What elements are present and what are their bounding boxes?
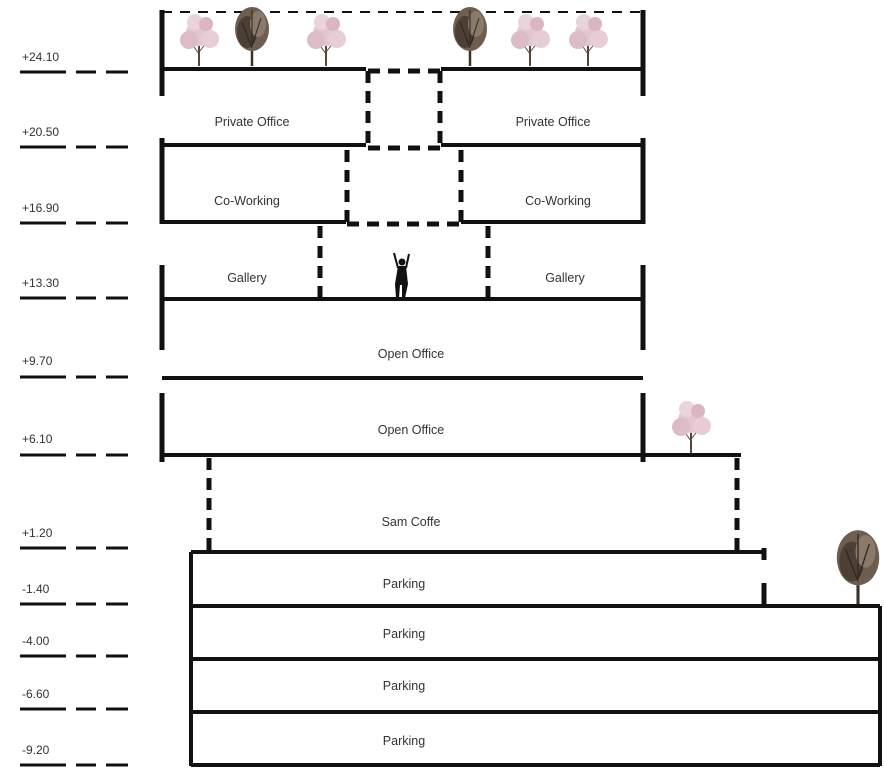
room-label-parking: Parking	[383, 679, 425, 693]
room-label-private-office-left: Private Office	[215, 115, 290, 129]
room-label-private-office-right: Private Office	[516, 115, 591, 129]
level-label: -1.40	[22, 582, 50, 596]
level-label: +6.10	[22, 432, 53, 446]
level-label: +24.10	[22, 50, 59, 64]
upper-structure	[159, 10, 741, 462]
level-label: +13.30	[22, 276, 59, 290]
tree-icon	[510, 13, 551, 67]
room-label-parking: Parking	[383, 627, 425, 641]
room-label-open-office-upper: Open Office	[378, 347, 445, 361]
room-labels: Private Office Private Office Co-Working…	[214, 115, 591, 748]
tree-icon	[835, 528, 881, 606]
lower-structure	[189, 548, 882, 767]
level-label: +20.50	[22, 125, 59, 139]
level-label: -9.20	[22, 743, 50, 757]
level-label: +9.70	[22, 354, 53, 368]
room-label-open-office-lower: Open Office	[378, 423, 445, 437]
tree-icon	[568, 13, 609, 67]
room-label-parking: Parking	[383, 734, 425, 748]
tree-icon	[179, 13, 220, 67]
room-label-cafe: Sam Coffe	[382, 515, 441, 529]
room-label-gallery-right: Gallery	[545, 271, 585, 285]
level-markers	[20, 70, 128, 767]
level-label: -6.60	[22, 687, 50, 701]
level-label: -4.00	[22, 634, 50, 648]
tree-icon	[451, 5, 489, 68]
room-label-gallery-left: Gallery	[227, 271, 267, 285]
room-label-parking: Parking	[383, 577, 425, 591]
level-label: +1.20	[22, 526, 53, 540]
level-labels: +24.10 +20.50 +16.90 +13.30 +9.70 +6.10 …	[22, 50, 59, 757]
room-label-coworking-left: Co-Working	[214, 194, 280, 208]
tree-icon	[233, 5, 271, 68]
room-label-coworking-right: Co-Working	[525, 194, 591, 208]
atrium-dashed-outlines	[206, 68, 740, 550]
level-label: +16.90	[22, 201, 59, 215]
tree-icon	[671, 400, 712, 454]
person-icon	[393, 252, 410, 298]
tree-icon	[306, 13, 347, 67]
